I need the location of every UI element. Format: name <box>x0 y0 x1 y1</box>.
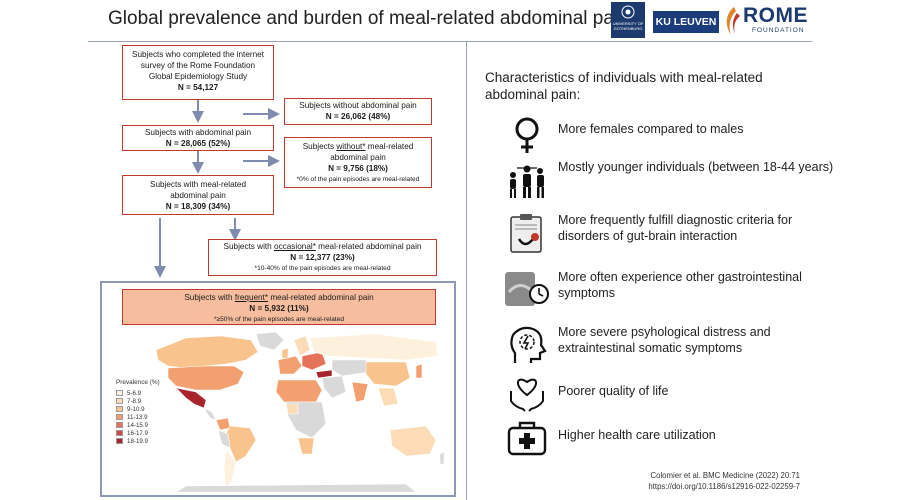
with-pain-box: Subjects with abdominal pain N = 28,065 … <box>122 125 274 151</box>
map-scandinavia <box>293 335 311 357</box>
rome-foundation-logo: ROME FOUNDATION <box>722 4 808 38</box>
legend-swatch <box>116 390 123 396</box>
female-icon <box>515 117 539 153</box>
map-se-asia <box>377 387 399 407</box>
characteristic-item: More severe psyhological distress and ex… <box>505 325 865 365</box>
map-new-zealand <box>439 451 445 465</box>
characteristic-text: More severe psyhological distress and ex… <box>558 325 771 355</box>
no-pain-box: Subjects without abdominal pain N = 26,0… <box>284 98 432 125</box>
legend-swatch <box>116 438 123 444</box>
map-peru <box>217 429 231 449</box>
legend-item: 9-10.9 <box>116 405 160 413</box>
characteristic-item: Higher health care utilization <box>505 418 865 458</box>
legend-label: 7-8.9 <box>127 397 142 405</box>
map-uk <box>281 347 289 359</box>
medkit-icon <box>507 421 547 456</box>
survey-box: Subjects who completed the internet surv… <box>122 45 274 100</box>
legend-item: 7-8.9 <box>116 397 160 405</box>
map-greenland <box>255 331 285 351</box>
map-argentina <box>223 449 237 489</box>
legend-title: Prevalence (%) <box>116 379 160 386</box>
map-canada <box>155 335 259 369</box>
legend-label: 14-15.9 <box>127 421 148 429</box>
legend-swatch <box>116 414 123 420</box>
world-map <box>155 331 445 493</box>
map-australia <box>389 425 437 457</box>
meal-related-box: Subjects with meal-related abdominal pai… <box>122 175 274 215</box>
characteristic-item: More often experience other gastrointest… <box>505 270 865 310</box>
characteristic-text: More often experience other gastrointest… <box>558 270 802 300</box>
map-central-america <box>203 407 217 421</box>
characteristic-text: More frequently fulfill diagnostic crite… <box>558 213 793 243</box>
map-middle-east <box>321 375 347 399</box>
frequent-frame <box>100 281 456 497</box>
map-central-asia <box>331 359 369 377</box>
legend-label: 16-17.9 <box>127 429 148 437</box>
map-antarctica <box>174 483 417 493</box>
citation: Colomier et al. BMC Medicine (2022) 20:7… <box>620 470 800 492</box>
legend-item: 14-15.9 <box>116 421 160 429</box>
occasional-box: Subjects with occasional* meal-related a… <box>208 239 437 276</box>
legend-swatch <box>116 406 123 412</box>
legend-label: 5-6.9 <box>127 389 142 397</box>
stomach-clock-icon <box>505 272 549 306</box>
characteristic-text: Poorer quality of life <box>558 384 669 398</box>
frequent-box: Subjects with frequent* meal-related abd… <box>122 289 436 325</box>
people-icon <box>510 165 544 198</box>
characteristic-item: More frequently fulfill diagnostic crite… <box>505 213 865 253</box>
kuleuven-logo: KU LEUVEN <box>653 11 719 33</box>
map-europe-west <box>277 355 303 375</box>
map-nigeria <box>285 403 299 415</box>
map-japan <box>415 363 423 379</box>
characteristics-heading: Characteristics of individuals with meal… <box>485 70 763 102</box>
legend-item: 16-17.9 <box>116 429 160 437</box>
citation-reference: Colomier et al. BMC Medicine (2022) 20:7… <box>650 471 800 480</box>
header-rule <box>88 41 812 42</box>
heart-hands-icon <box>510 378 544 412</box>
clipboard-icon <box>510 214 542 253</box>
legend-swatch <box>116 422 123 428</box>
gothenburg-logo: UNIVERSITY OF GOTHENBURG <box>611 2 645 38</box>
map-usa <box>167 365 245 391</box>
legend-swatch <box>116 430 123 436</box>
map-colombia <box>215 417 231 431</box>
characteristic-text: Mostly younger individuals (between 18-4… <box>558 160 834 174</box>
characteristic-item: Poorer quality of life <box>505 373 865 413</box>
legend-swatch <box>116 398 123 404</box>
without-meal-box: Subjects without* meal-related abdominal… <box>284 137 432 188</box>
map-russia <box>309 333 439 361</box>
characteristic-text: Higher health care utilization <box>558 428 716 442</box>
citation-doi: https://doi.org/10.1186/s12916-022-02259… <box>648 482 800 491</box>
legend-item: 5-6.9 <box>116 389 160 397</box>
legend-label: 9-10.9 <box>127 405 145 413</box>
map-north-africa <box>275 379 323 403</box>
map-china <box>365 361 411 387</box>
legend-label: 18-19.9 <box>127 437 148 445</box>
head-distress-icon <box>510 326 547 363</box>
legend-item: 11-13.9 <box>116 413 160 421</box>
map-turkey <box>315 369 333 379</box>
page-title: Global prevalence and burden of meal-rel… <box>108 8 629 29</box>
characteristic-item: Mostly younger individuals (between 18-4… <box>505 160 865 200</box>
characteristic-text: More females compared to males <box>558 122 744 136</box>
map-india <box>351 381 369 403</box>
column-divider <box>466 42 467 500</box>
map-south-africa <box>297 437 315 455</box>
map-mexico <box>175 387 207 409</box>
legend-label: 11-13.9 <box>127 413 148 421</box>
legend-item: 18-19.9 <box>116 437 160 445</box>
characteristic-item: More females compared to males <box>505 116 865 156</box>
flow-arrows <box>154 100 280 278</box>
